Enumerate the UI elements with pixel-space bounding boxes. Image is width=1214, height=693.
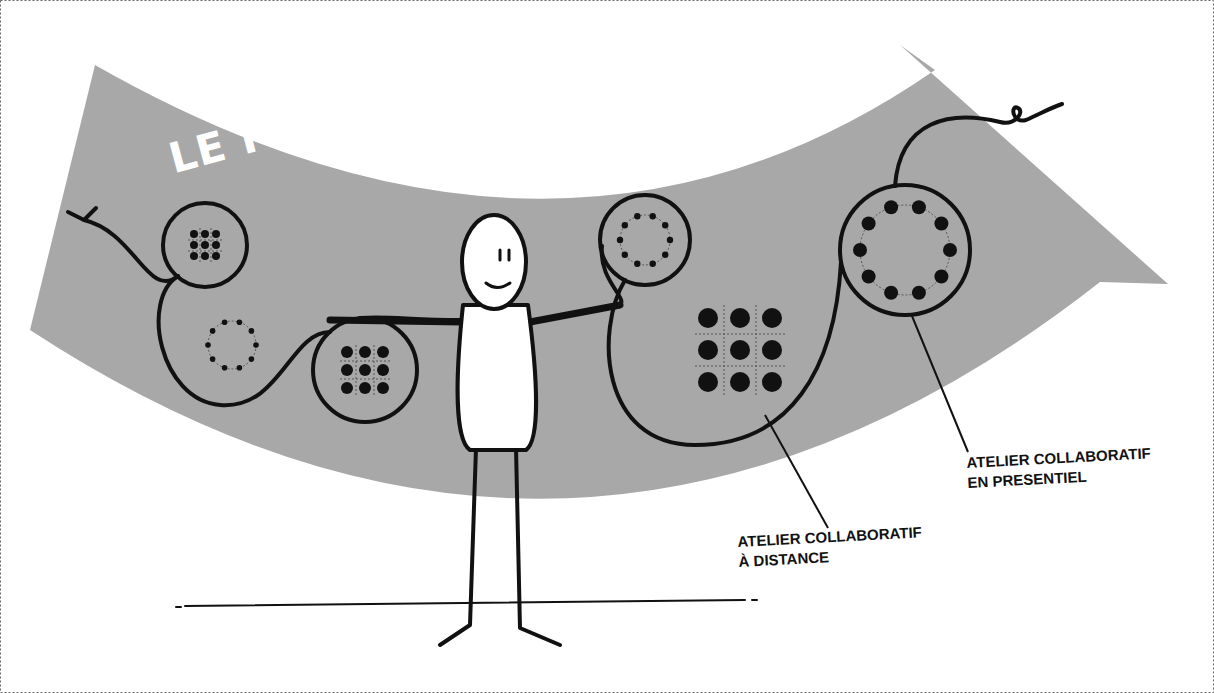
journey-line xyxy=(68,104,1062,445)
band-shape xyxy=(30,45,1168,499)
callout-label: ATELIER COLLABORATIF EN PRESENTIEL xyxy=(966,443,1158,493)
project-band: LE PROJET xyxy=(20,35,1200,515)
callout-label: ATELIER COLLABORATIF À DISTANCE xyxy=(737,522,929,572)
leader-lines xyxy=(765,316,968,528)
band-outline xyxy=(20,35,1200,515)
participant-dots xyxy=(190,200,957,394)
grid-lines xyxy=(188,205,950,395)
stick-figure xyxy=(176,215,757,645)
